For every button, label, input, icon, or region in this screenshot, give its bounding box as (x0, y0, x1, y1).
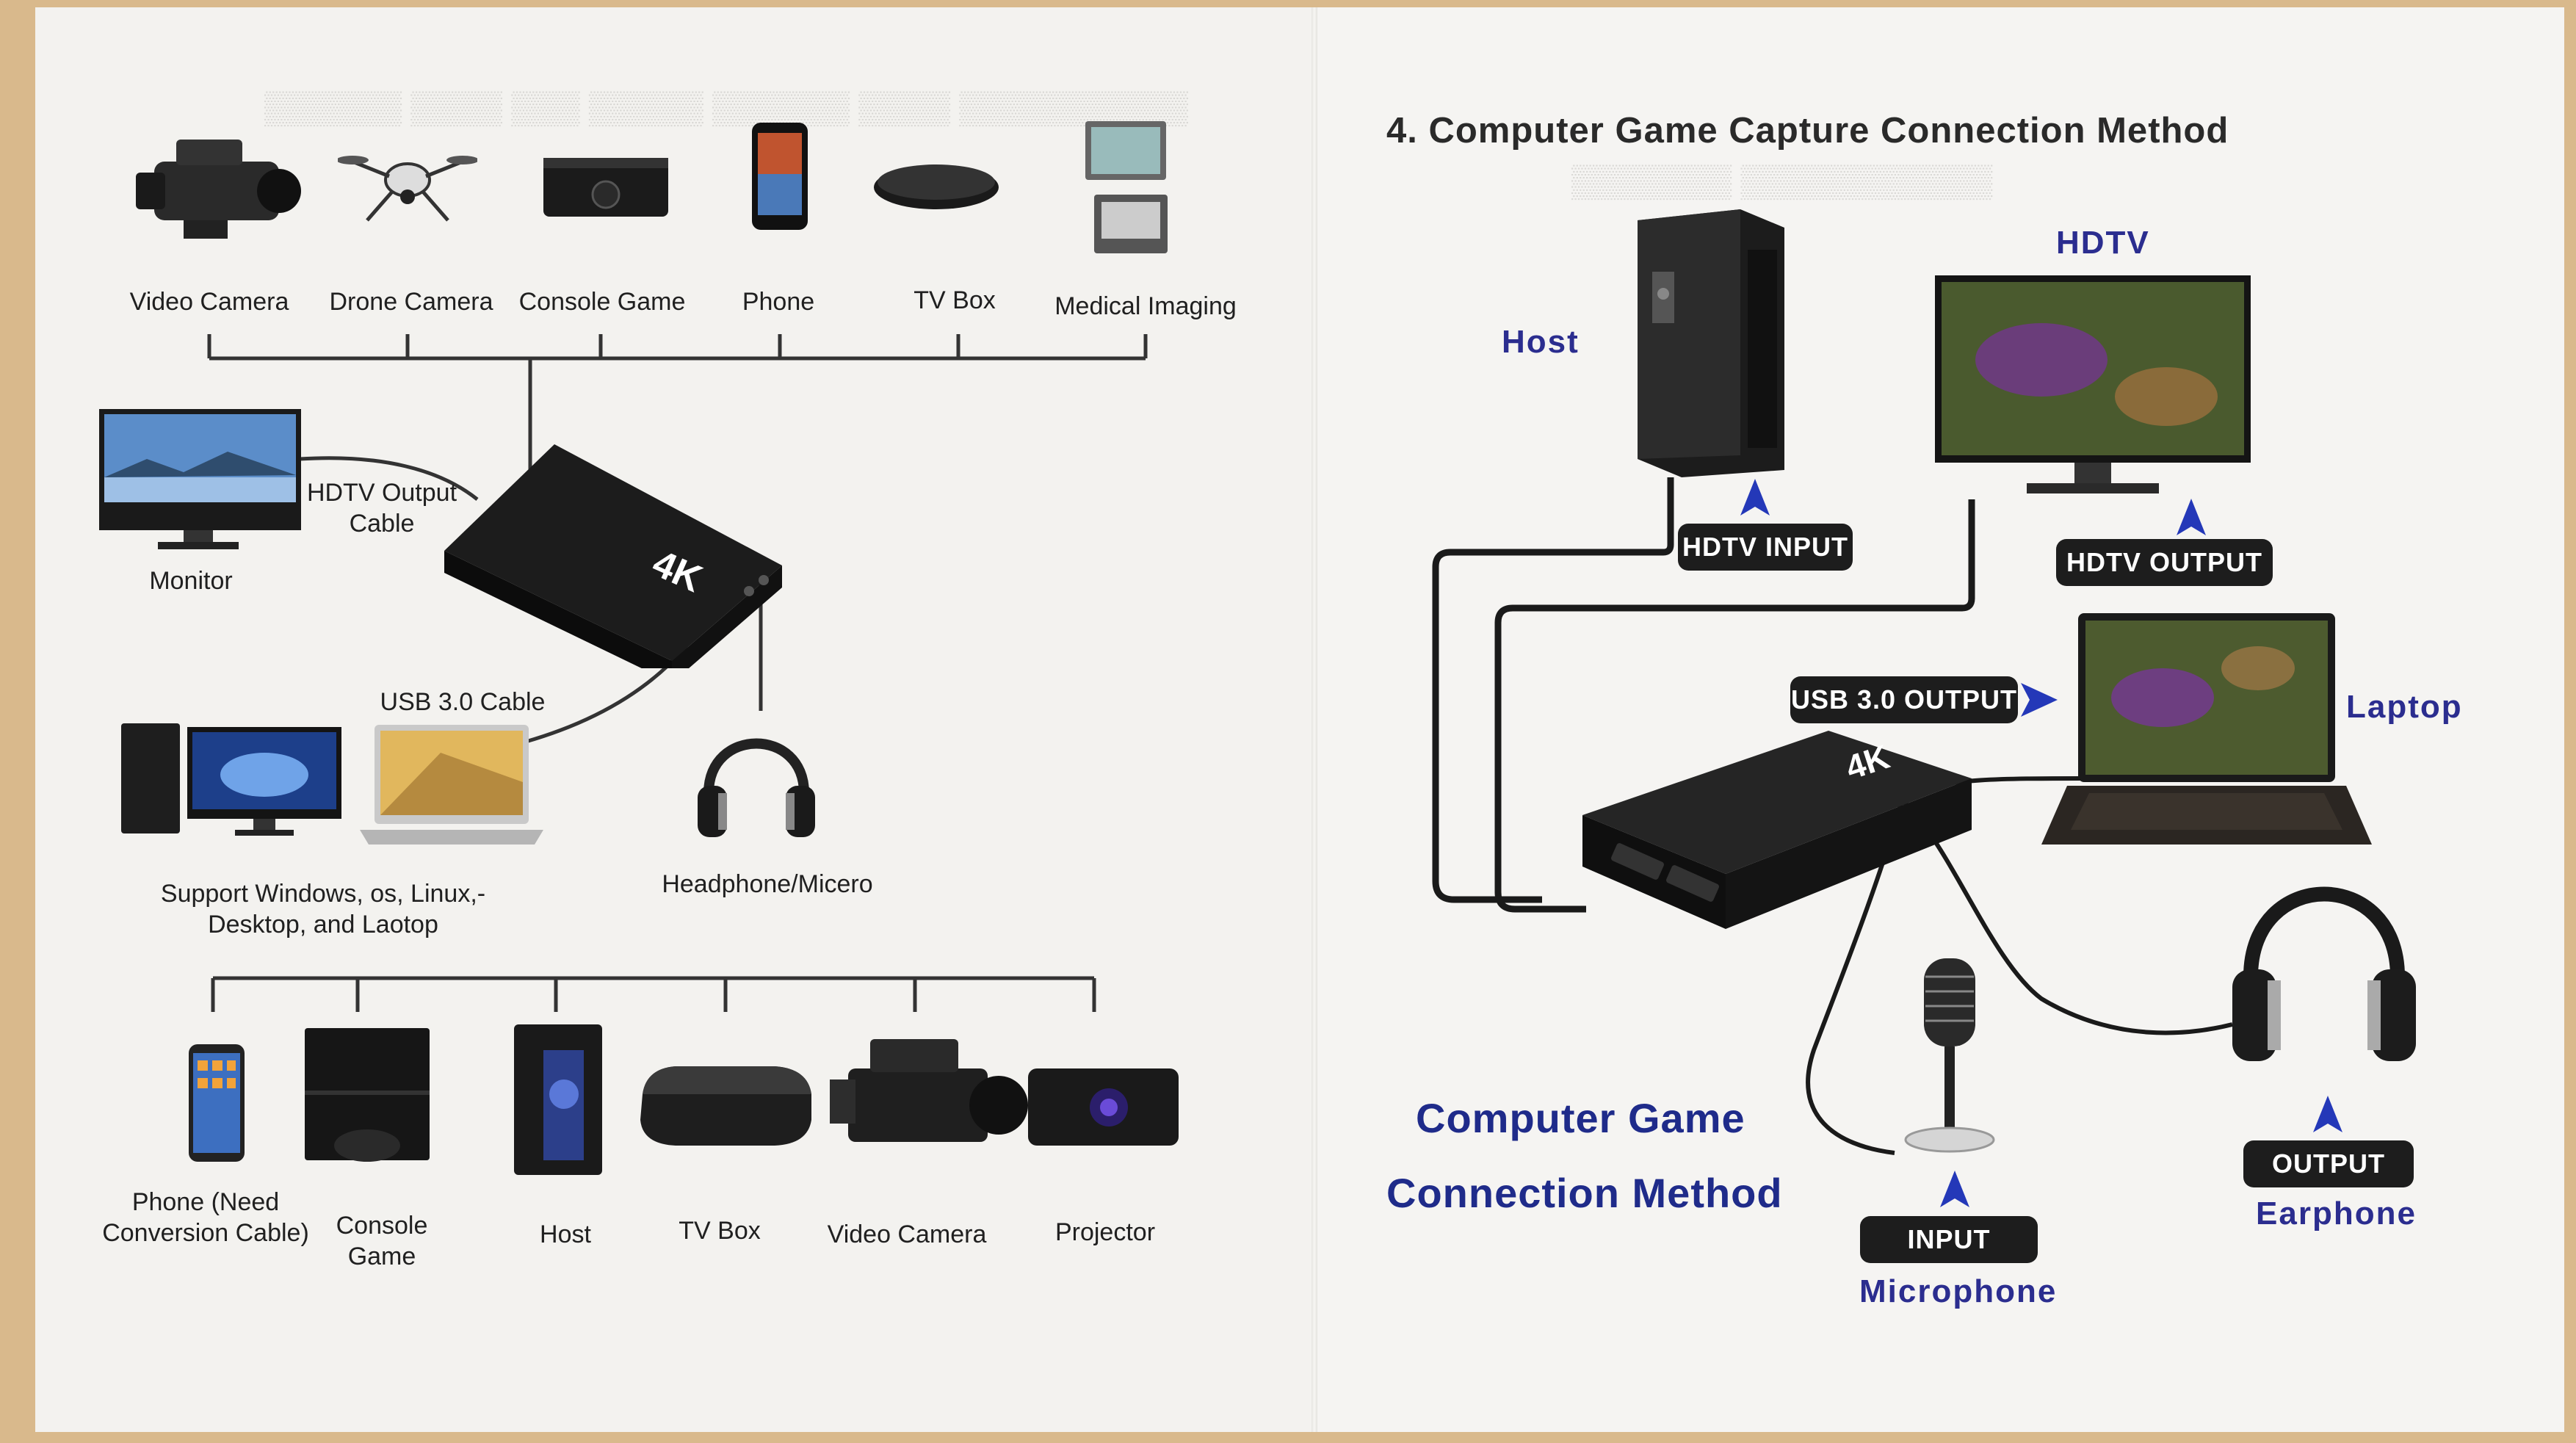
capture-card-right: 4K (1582, 731, 1972, 929)
hdtv-output-arrow-icon (2177, 499, 2206, 535)
source-label-phone: Phone (742, 288, 815, 316)
bottom-label-phone: Phone (Need Conversion Cable) (102, 1188, 309, 1247)
tv-box-icon-bottom (640, 1066, 811, 1146)
console-icon (543, 158, 668, 217)
phone-icon (752, 123, 808, 230)
headphone-icon (698, 738, 815, 837)
monitor-icon (99, 409, 301, 549)
method-title-line2: Connection Method (1386, 1170, 1783, 1216)
bottom-label-host: Host (540, 1220, 591, 1248)
microphone-icon (1904, 958, 1995, 1153)
source-label-video-camera: Video Camera (129, 288, 289, 316)
bottom-label-projector: Projector (1054, 1218, 1156, 1246)
computers-support-label: Support Windows, os, Linux,- Desktop, an… (160, 880, 486, 939)
input-arrow-icon (1940, 1171, 1969, 1207)
microphone-label: Microphone (1859, 1273, 2058, 1309)
earphone-label: Earphone (2256, 1196, 2417, 1232)
camcorder-icon (830, 1039, 1028, 1142)
show-through-text: ▒▒▒▒▒▒ ▒▒▒▒ ▒▒▒ ▒▒▒▒▒ ▒▒▒▒▒▒ ▒▒▒▒ ▒▒▒▒▒▒… (264, 90, 1188, 126)
hdtv-label: HDTV (2056, 225, 2150, 261)
tv-box-icon (874, 164, 999, 209)
bottom-label-video-camera: Video Camera (827, 1220, 987, 1248)
page-fold (1311, 7, 1317, 1432)
pc-tower-icon (514, 1024, 602, 1175)
usb-cable-label: USB 3.0 Cable (380, 688, 546, 716)
capture-card-left: 4K (444, 444, 782, 668)
headphone-label: Headphone/Micero (662, 870, 873, 898)
video-camera-icon (136, 140, 301, 239)
source-label-tv-box: TV Box (913, 286, 996, 314)
bottom-label-tv-box: TV Box (679, 1217, 761, 1245)
input-label: INPUT (1860, 1216, 2038, 1263)
hdtv-monitor-icon (1935, 275, 2251, 493)
usb-output-arrow-icon (2021, 683, 2058, 717)
laptop-label: Laptop (2346, 689, 2463, 725)
playstation-icon (305, 1028, 430, 1162)
hdtv-hdmi-cable (1494, 499, 1975, 913)
projector-icon (1028, 1068, 1179, 1146)
host-label: Host (1502, 324, 1580, 360)
monitor-label: Monitor (149, 567, 233, 595)
usb-output-label: USB 3.0 OUTPUT (1790, 676, 2018, 723)
hdtv-output-label: HDTV OUTPUT (2056, 539, 2273, 586)
host-tower-icon (1638, 209, 1784, 477)
hdtv-cable-line (299, 456, 479, 501)
bottom-label-console-game: Console Game (336, 1212, 428, 1270)
source-label-drone-camera: Drone Camera (329, 288, 493, 316)
show-through-text: ▒▒▒▒▒▒▒ ▒▒▒▒▒▒▒▒▒▒▒ (1571, 163, 1993, 199)
desktop-computer-icon (121, 723, 341, 836)
host-hdmi-cable (1432, 477, 1674, 903)
output-arrow-icon (2313, 1096, 2342, 1132)
laptop-icon-left (360, 725, 543, 845)
method-title-line1: Computer Game (1416, 1095, 1745, 1141)
output-label: OUTPUT (2243, 1140, 2414, 1187)
earphone-icon (2232, 886, 2416, 1061)
hdtv-input-arrow-icon (1740, 479, 1770, 516)
medical-imaging-icon (1085, 121, 1168, 253)
hdtv-input-label: HDTV INPUT (1678, 524, 1853, 571)
source-label-console-game: Console Game (518, 288, 686, 316)
smartphone-icon (189, 1044, 245, 1162)
source-label-medical-imaging: Medical Imaging (1054, 292, 1237, 320)
laptop-icon-right (2041, 613, 2372, 845)
hdtv-cable-label: HDTV Output Cable (306, 479, 457, 538)
microphone-cable (1806, 800, 1904, 1155)
right-page-title: 4. Computer Game Capture Connection Meth… (1386, 111, 2229, 151)
drone-icon (338, 156, 477, 222)
